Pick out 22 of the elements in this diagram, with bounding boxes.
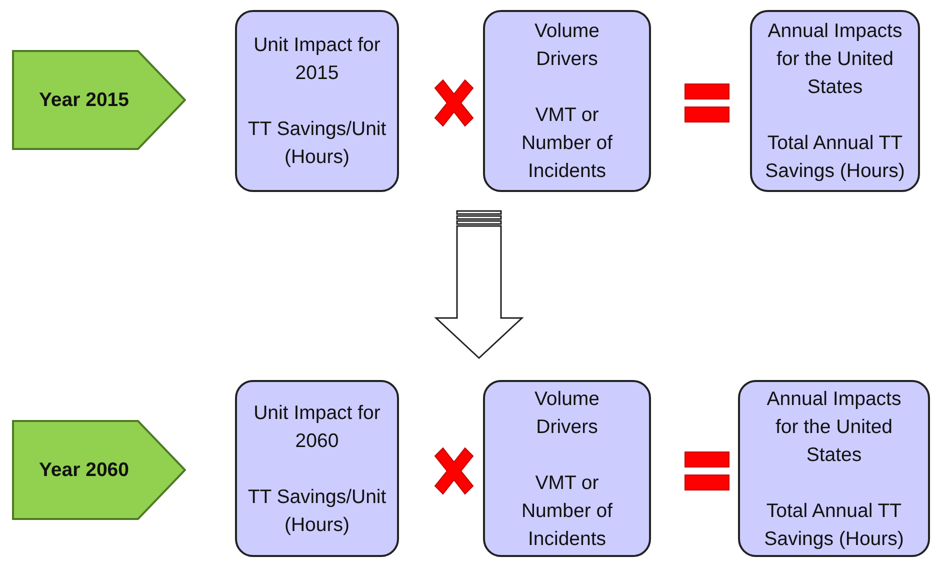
year-label: Year 2015 bbox=[38, 88, 129, 112]
box-text: TT Savings/Unit (Hours) bbox=[246, 484, 388, 538]
box-heading: Unit Impact for 2015 bbox=[252, 33, 382, 86]
box-text: VMT or Number of Incidents bbox=[520, 103, 614, 184]
year-pentagon bbox=[12, 420, 186, 520]
year-pentagon bbox=[12, 50, 186, 150]
box-text: VMT or Number of Incidents bbox=[520, 470, 614, 552]
box-heading: Unit Impact for 2060 bbox=[252, 400, 382, 454]
process-box bbox=[750, 10, 920, 192]
box-text: Total Annual TT Savings (Hours) bbox=[763, 498, 905, 552]
box-heading: Volume Drivers bbox=[533, 386, 601, 440]
process-box bbox=[483, 10, 651, 192]
process-box bbox=[235, 380, 399, 557]
process-box bbox=[483, 380, 651, 557]
box-heading: Annual Impacts for the United States bbox=[766, 386, 902, 468]
year-label: Year 2060 bbox=[38, 458, 129, 482]
process-box bbox=[738, 380, 930, 557]
process-box bbox=[235, 10, 399, 192]
box-heading: Annual Impacts for the United States bbox=[766, 19, 904, 100]
box-text: Total Annual TT Savings (Hours) bbox=[764, 131, 906, 184]
box-text: TT Savings/Unit (Hours) bbox=[246, 117, 388, 170]
box-heading: Volume Drivers bbox=[533, 19, 601, 72]
